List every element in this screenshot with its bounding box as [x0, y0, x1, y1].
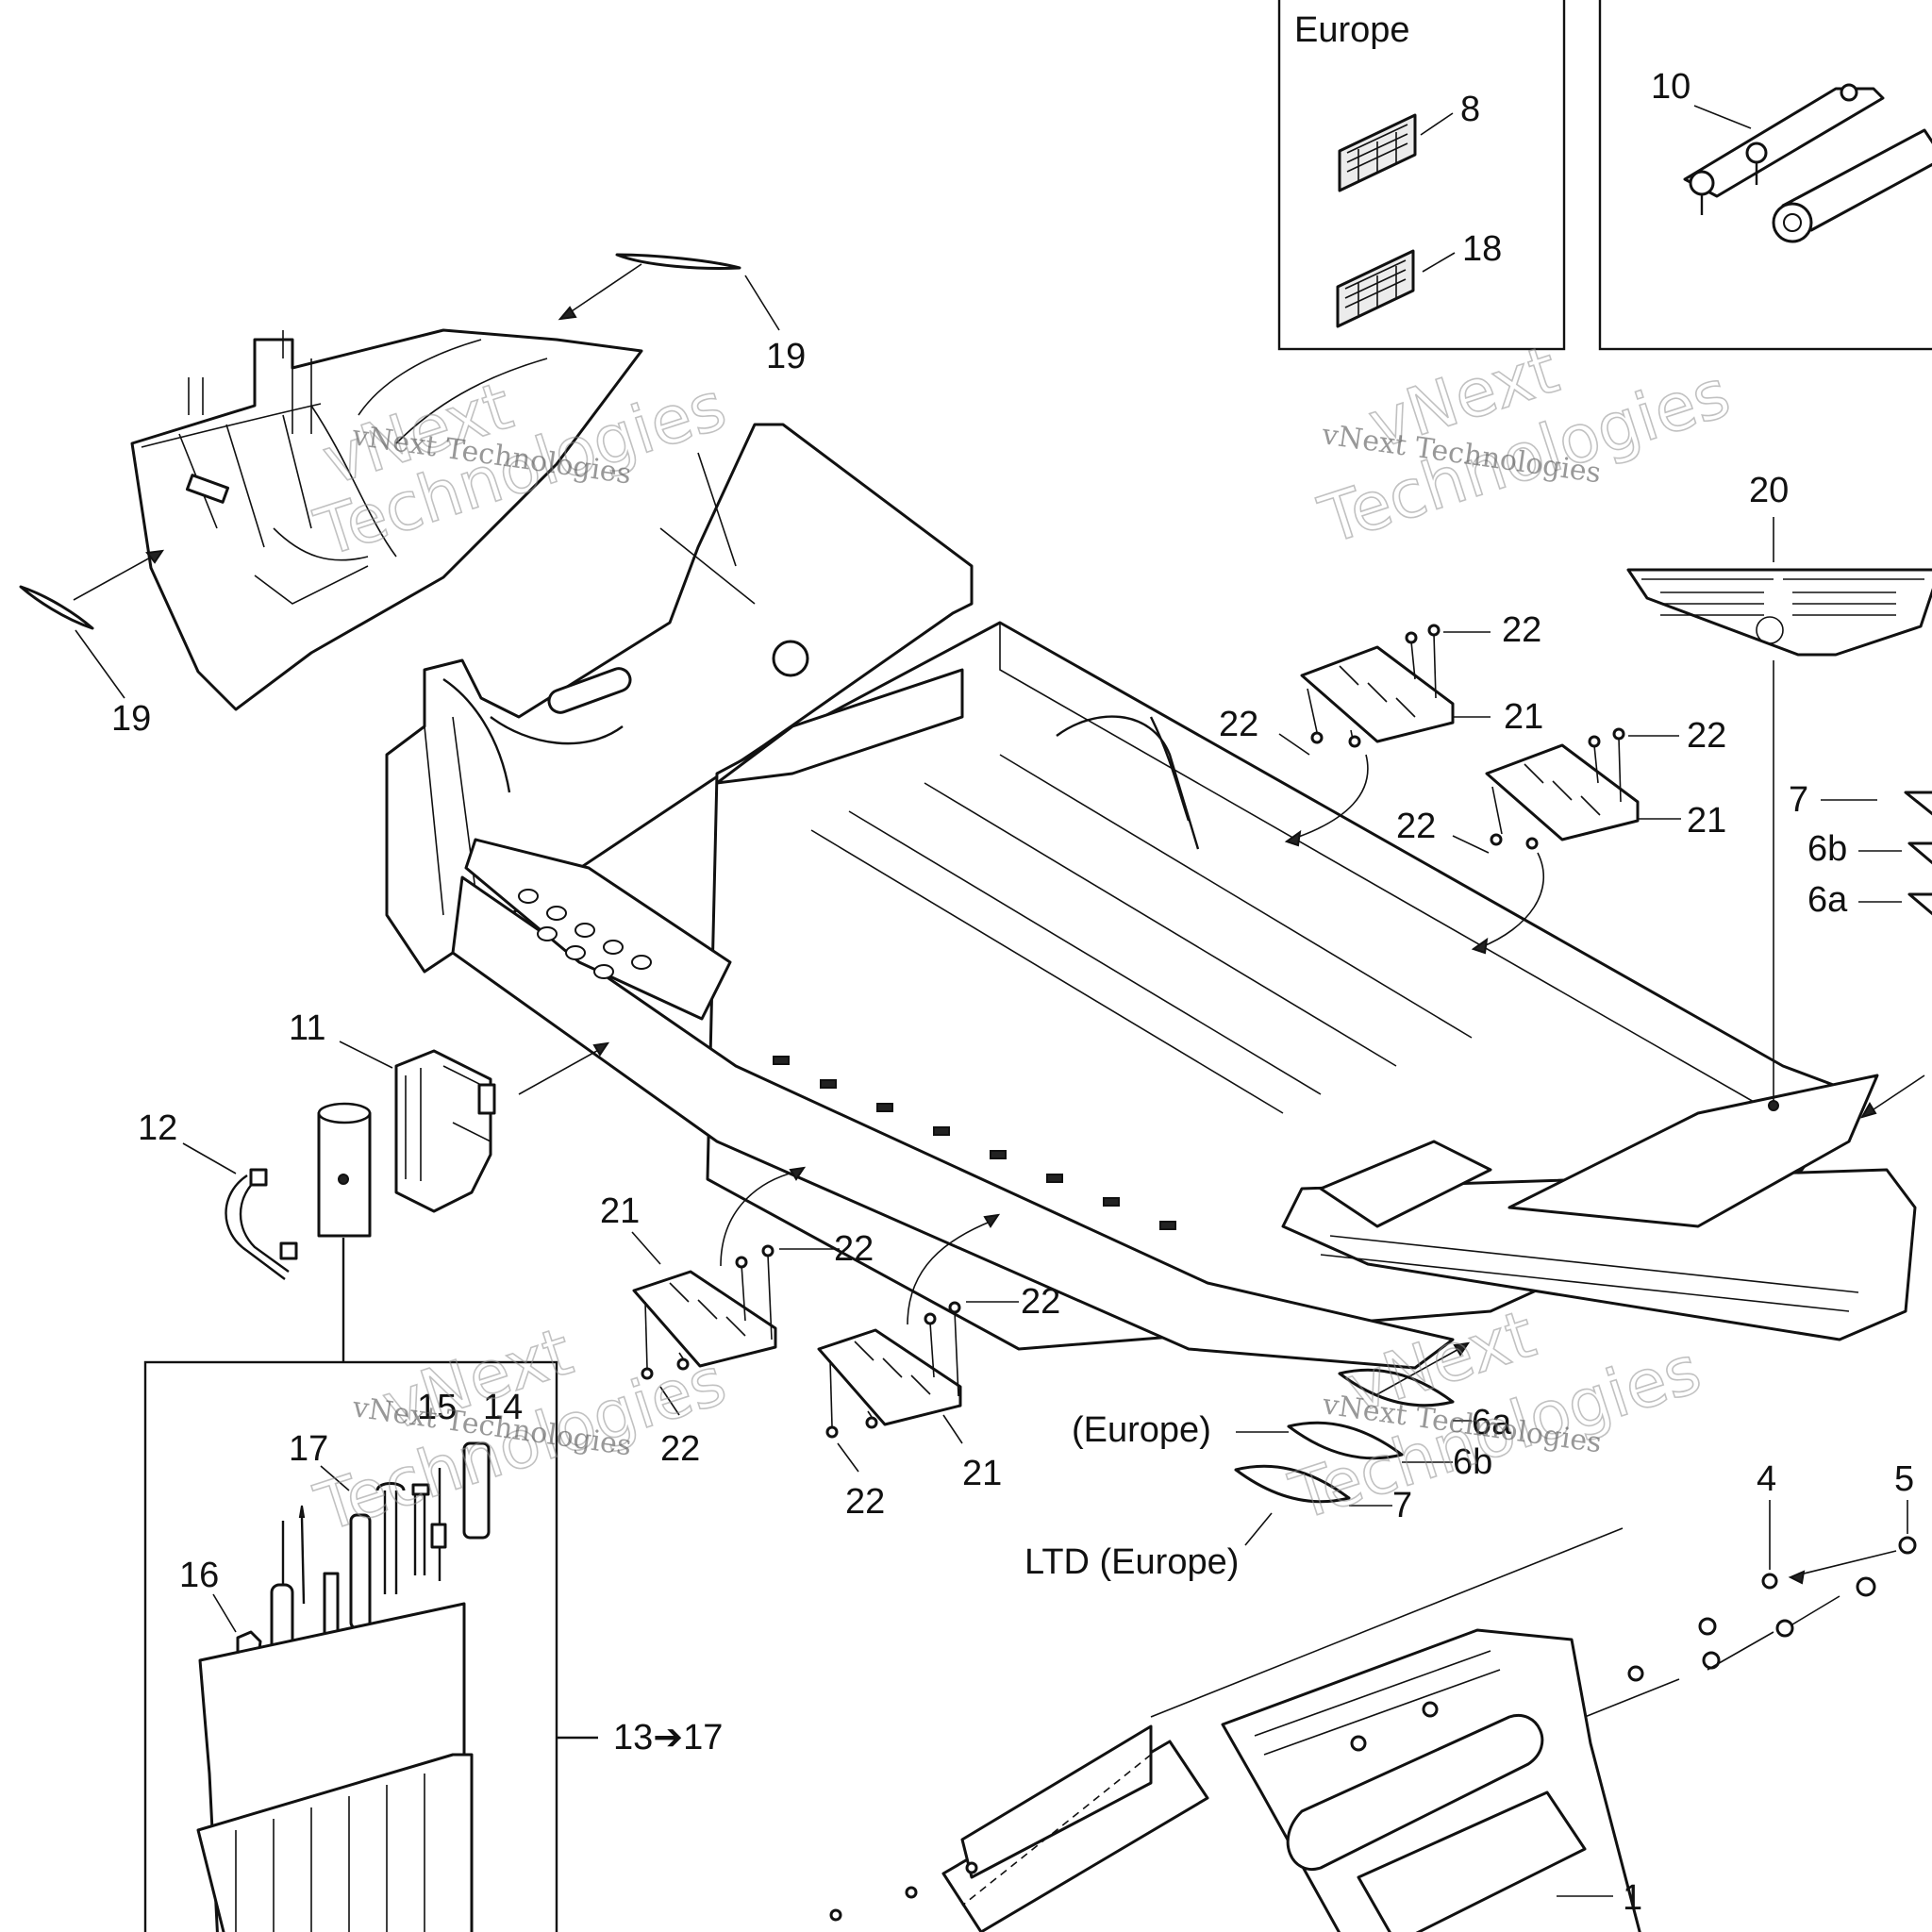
side-trim-bottom: 6a 6b 7 (Europe) LTD (Europe) — [1024, 1341, 1512, 1582]
label-7-bottom: 7 — [1392, 1486, 1412, 1525]
label-10: 10 — [1651, 67, 1690, 107]
chassis-frame — [385, 423, 1917, 1370]
europe-inset: Europe 8 18 — [1277, 0, 1566, 351]
label-22-f: 22 — [660, 1429, 700, 1469]
trim-strip-left — [19, 585, 94, 630]
label-22-c: 22 — [1687, 716, 1726, 756]
europe-note: (Europe) — [1072, 1410, 1211, 1450]
label-13-17: 13➔17 — [613, 1718, 723, 1757]
label-12: 12 — [138, 1108, 177, 1148]
footrest-upper-1: 22 21 22 — [1219, 610, 1543, 847]
wrench-tool — [1683, 83, 1932, 243]
label-14: 14 — [483, 1388, 523, 1427]
label-1: 1 — [1623, 1878, 1642, 1918]
tool-pouch-pocket — [196, 1753, 474, 1932]
tool-inset: 10 — [1598, 0, 1932, 351]
label-11: 11 — [289, 1008, 325, 1048]
label-8: 8 — [1460, 90, 1480, 129]
label-20: 20 — [1749, 471, 1789, 510]
label-15: 15 — [417, 1388, 457, 1427]
footrest-upper-2: 22 21 22 — [1396, 716, 1726, 955]
label-19-left: 19 — [111, 699, 151, 739]
footrest-lower-1: 21 22 22 — [600, 1166, 874, 1469]
label-21-d: 21 — [962, 1454, 1002, 1493]
label-22-g: 22 — [1021, 1282, 1060, 1322]
footrest-lower-2: 22 21 22 — [817, 1213, 1060, 1522]
label-22-b: 22 — [1219, 705, 1258, 744]
label-17: 17 — [289, 1429, 328, 1469]
reflector-part-8 — [1338, 112, 1454, 192]
watermark-top-right: vNext Technologies — [1309, 330, 1740, 560]
running-board-slots — [773, 1056, 1176, 1230]
reflector-part-18 — [1336, 249, 1456, 328]
trim-strip-top — [615, 253, 741, 270]
label-21-b: 21 — [1687, 801, 1726, 841]
label-22-e: 22 — [834, 1229, 874, 1269]
warning-decal: 20 — [1626, 471, 1932, 1111]
europe-inset-title: Europe — [1294, 10, 1410, 50]
label-5: 5 — [1894, 1459, 1914, 1499]
label-21-a: 21 — [1504, 697, 1543, 737]
tool-kit: 13➔17 17 15 14 16 — [143, 1102, 723, 1932]
screwdriver-tools — [270, 1441, 491, 1662]
plate-holes — [518, 889, 652, 979]
side-trim-right: 7 6b 6a — [1789, 780, 1932, 1119]
label-18: 18 — [1462, 229, 1502, 269]
front-bumper-part-1: 1 — [829, 1527, 1642, 1932]
label-22-d: 22 — [1396, 807, 1436, 846]
label-22-a: 22 — [1502, 610, 1541, 650]
label-21-c: 21 — [600, 1191, 640, 1231]
label-4: 4 — [1757, 1459, 1776, 1499]
label-6a-bottom: 6a — [1472, 1403, 1512, 1442]
label-16: 16 — [179, 1556, 219, 1595]
strap-part-12: 12 — [138, 1108, 298, 1280]
front-cowl-part: 19 19 — [19, 253, 806, 739]
label-6b-right: 6b — [1807, 829, 1847, 869]
label-6a-right: 6a — [1807, 880, 1848, 920]
label-22-h: 22 — [845, 1482, 885, 1522]
label-6b-bottom: 6b — [1453, 1442, 1492, 1482]
bracket-part-11: 11 — [289, 1008, 610, 1213]
ltd-europe-note: LTD (Europe) — [1024, 1542, 1239, 1582]
label-19-top: 19 — [766, 337, 806, 376]
tool-tube — [317, 1102, 372, 1362]
label-7-right: 7 — [1789, 780, 1808, 820]
